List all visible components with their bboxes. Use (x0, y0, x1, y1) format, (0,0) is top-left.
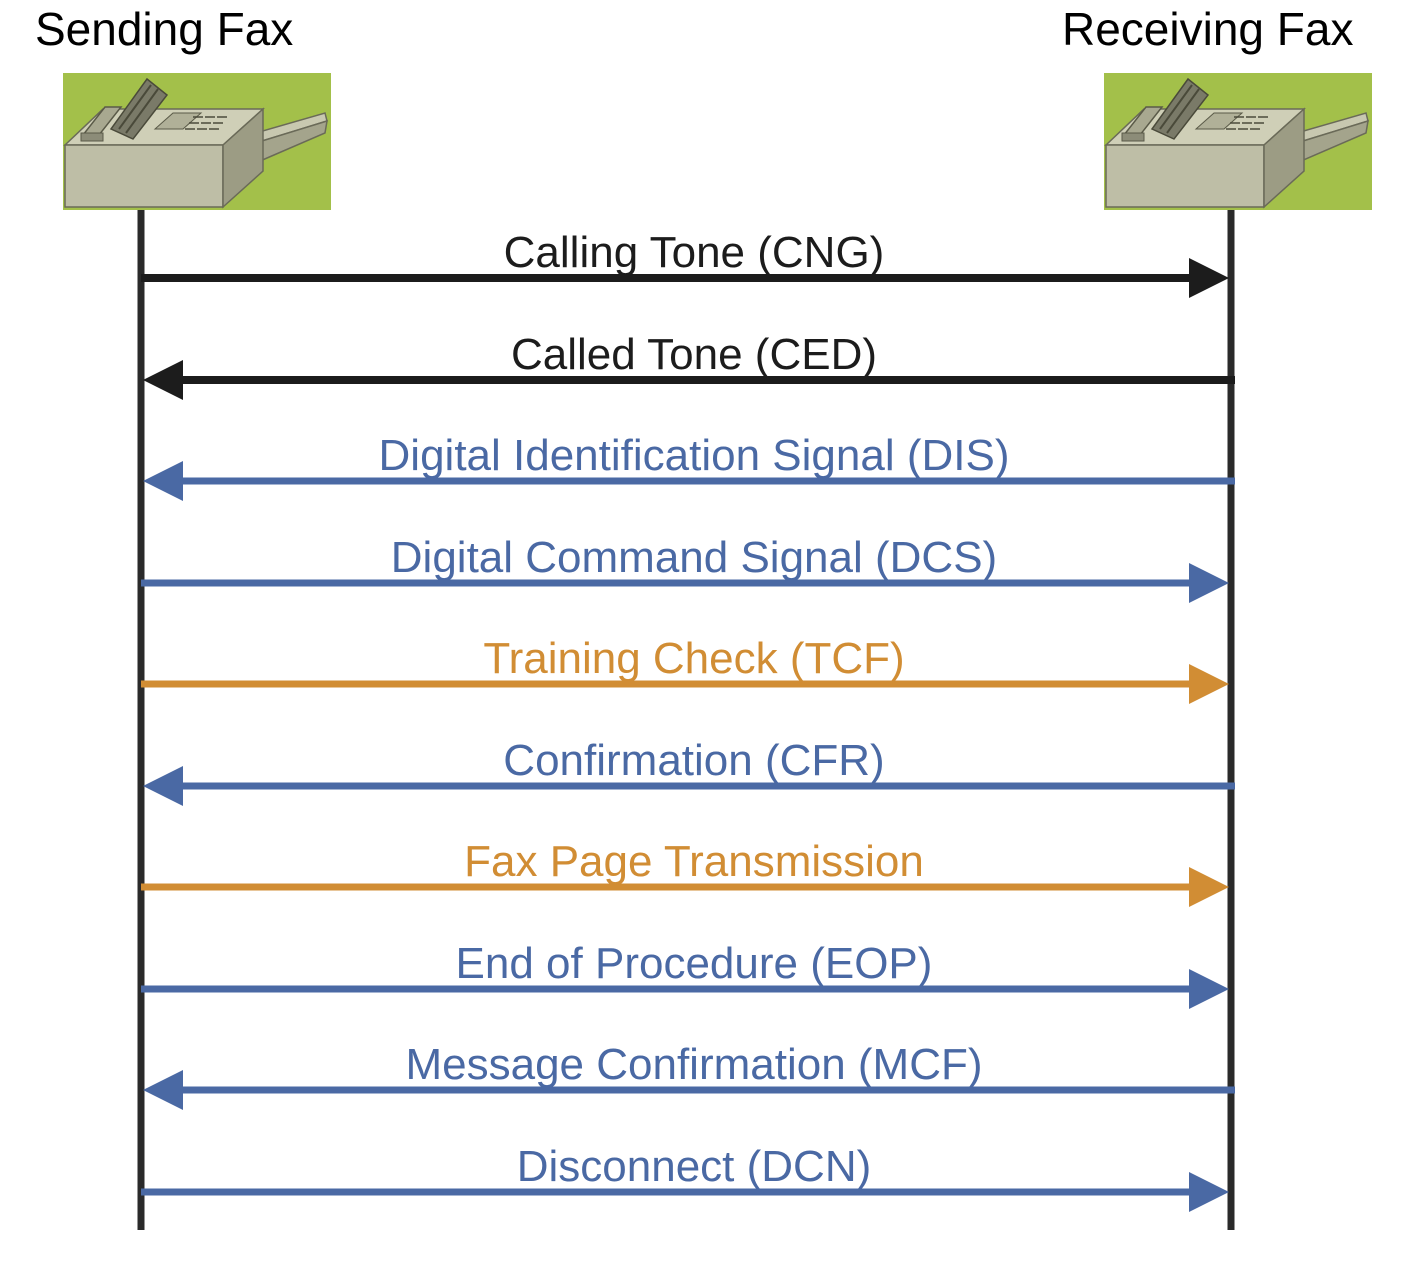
message-label: Called Tone (CED) (511, 330, 877, 379)
message-label: Disconnect (DCN) (517, 1142, 872, 1191)
arrowhead-icon (143, 1070, 183, 1110)
message-eop: End of Procedure (EOP) (141, 939, 1229, 1009)
arrowhead-icon (143, 766, 183, 806)
message-dcn: Disconnect (DCN) (141, 1142, 1229, 1212)
message-mcf: Message Confirmation (MCF) (143, 1040, 1235, 1110)
message-label: Confirmation (CFR) (503, 736, 884, 785)
arrowhead-icon (1189, 969, 1229, 1009)
message-label: Calling Tone (CNG) (504, 228, 885, 277)
message-list: Calling Tone (CNG) Called Tone (CED) Digit… (141, 228, 1235, 1212)
message-fax-page: Fax Page Transmission (141, 837, 1229, 907)
message-label: Digital Command Signal (DCS) (391, 533, 997, 582)
message-ced: Called Tone (CED) (143, 330, 1235, 400)
arrowhead-icon (1189, 867, 1229, 907)
message-dcs: Digital Command Signal (DCS) (141, 533, 1229, 603)
arrowhead-icon (143, 461, 183, 501)
sender-label: Sending Fax (35, 3, 294, 55)
sender-fax-machine-icon (63, 73, 331, 210)
message-label: Fax Page Transmission (464, 837, 924, 886)
message-dis: Digital Identification Signal (DIS) (143, 431, 1235, 501)
message-label: Message Confirmation (MCF) (405, 1040, 982, 1089)
arrowhead-icon (1189, 563, 1229, 603)
message-label: Training Check (TCF) (483, 634, 904, 683)
receiver-fax-machine-icon (1104, 73, 1372, 210)
arrowhead-icon (143, 360, 183, 400)
arrowhead-icon (1189, 664, 1229, 704)
arrowhead-icon (1189, 258, 1229, 298)
message-label: End of Procedure (EOP) (456, 939, 933, 988)
message-label: Digital Identification Signal (DIS) (379, 431, 1010, 480)
arrowhead-icon (1189, 1172, 1229, 1212)
message-cfr: Confirmation (CFR) (143, 736, 1235, 806)
receiver-label: Receiving Fax (1062, 3, 1354, 55)
message-tcf: Training Check (TCF) (141, 634, 1229, 704)
message-cng: Calling Tone (CNG) (141, 228, 1229, 298)
